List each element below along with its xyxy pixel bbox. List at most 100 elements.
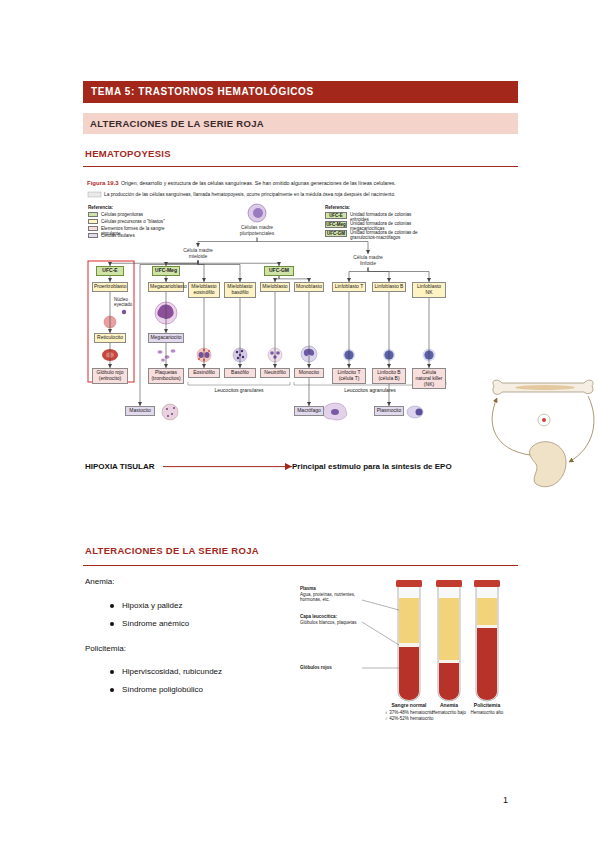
section-heading: ALTERACIONES DE LA SERIE ROJA [85,546,259,557]
bone-kidney-illustration [538,414,550,426]
precursor-box: Linfoblasto NK [412,282,446,298]
connector-arrow [163,466,292,467]
tissue-cells [331,409,339,415]
basophil-cell [242,356,244,358]
blood-cell-box: Monocito [294,368,324,378]
section-heading: HEMATOPOYESIS [85,149,171,160]
node-text: Célula madre linfoide [347,255,389,267]
bullet-dot [110,688,114,692]
connector-arrow [198,261,240,283]
tissue-cells [166,408,168,410]
blood-tubes [476,586,498,701]
figure-caption: Origen, desarrollo y estructura de las c… [121,181,481,187]
blood-cell-box: Eosinófilo [188,368,220,378]
blood-tubes [436,580,462,587]
connector-arrow [349,268,368,283]
effect-text: Principal estímulo para la síntesis de E… [292,462,452,471]
precursor-box: Mieloblasto [260,282,290,292]
eosinophil-cell [208,350,210,352]
stem-cell-label: Célula madre linfoide [346,254,390,268]
tissue-cells [167,415,169,417]
progenitor-box: UFC-E [96,266,124,276]
tissue-cell-box: Mastocito [125,406,155,416]
bone-kidney-illustration [542,418,546,422]
blood-tubes [399,647,419,700]
node-text: Mieloblasto [262,284,288,290]
platelet-cells [165,355,170,359]
stem-cell [253,208,263,218]
section-heading: ALTERACIONES DE LA SERIE ROJA [90,119,264,130]
leukocyte-brackets [188,382,290,385]
connector-arrow [389,292,390,368]
heading-rule [83,565,518,566]
tissue-cells [407,406,423,418]
legend-text: Unidad formadora de colonias eritroides [350,212,428,223]
node-text: Basófilo [226,370,254,376]
legend-heading: Referencia: [325,205,350,210]
bone-kidney-illustration [492,398,530,455]
node-text: Macrófago [296,408,322,414]
connector-arrow [349,292,350,368]
node-text: Linfocito T (célula T) [334,370,364,382]
legend-swatch [88,233,98,238]
node-text: Mieloblasto basófilo [226,284,254,296]
connector-arrow [240,298,241,369]
bullet-dot [110,604,114,608]
progenitor-box: UFC-Meg [152,266,180,276]
leukocyte-brackets [188,382,446,385]
node-text: Eosinófilo [190,370,218,376]
tube-leader-lines [362,668,399,669]
tube-caption: Hematocrito alto [468,710,506,715]
node-text: Plaquetas (trombocitos) [150,370,182,382]
node-text: Proeritroblasto [94,284,126,290]
figure-icon [88,192,101,197]
bullet-dot [110,670,114,674]
precursor-box: Linfoblasto T [332,282,366,292]
node-text: Célula madre mieloide [177,248,219,260]
stem-cell-label: Células madre pluripotenciales [228,224,286,238]
tube-leader-lines [362,600,399,668]
blood-tubes [477,625,497,628]
tube-caption: Sangre normal [384,703,434,709]
erythroid-highlight [88,261,134,382]
tissue-cell-box: Plasmocito [374,406,404,416]
stem-cell-label: Célula madre mieloide [176,247,220,261]
node-text: UFC-GM [266,268,292,274]
tissue-cell-box: Megacariocito [148,333,184,343]
node-text: Megacarioblasto [150,284,182,290]
blood-tubes [399,598,419,643]
node-text: Monocito [296,370,322,376]
blood-tubes [398,586,420,701]
bullet-text: Síndrome anémico [122,619,189,628]
bone-kidney-illustration [515,385,575,390]
node-text: Reticulocito [96,335,124,341]
connector-arrow [389,384,390,407]
precursor-box: Proeritroblasto [92,282,128,292]
figure-number: Figura 19.3 [87,180,119,187]
basophil-cell [237,357,239,359]
blood-tubes [396,580,422,587]
eosinophil-cell [205,352,210,358]
legend-abbreviation: UFC-Meg [325,221,347,228]
neutrophil-cell [270,351,274,355]
connector-arrow [309,378,310,406]
heading-rule [83,166,518,167]
tube-label: Plasma [300,586,362,591]
node-text: UFC-E [98,268,122,274]
tube-label: Capa leucocítica: [300,614,362,619]
tissue-cells [162,403,423,420]
node-text: Linfocito B (célula B) [374,370,404,382]
connector-arrow [368,268,429,283]
legend-abbreviation: UFC-E [325,212,347,219]
tissue-cells [416,409,423,416]
page-number: 1 [503,795,508,805]
tissue-cells [171,413,173,415]
eosinophil-cell [199,352,204,358]
tube-label: Glóbulos blancos, plaquetas [300,620,362,625]
node-text: Células madre pluripotenciales [229,225,285,237]
blood-tubes [438,586,460,701]
bone-kidney-illustration [569,396,594,462]
figure-icon [88,192,101,197]
megakaryocyte-cell [157,305,173,319]
tube-leader-lines [362,600,399,610]
